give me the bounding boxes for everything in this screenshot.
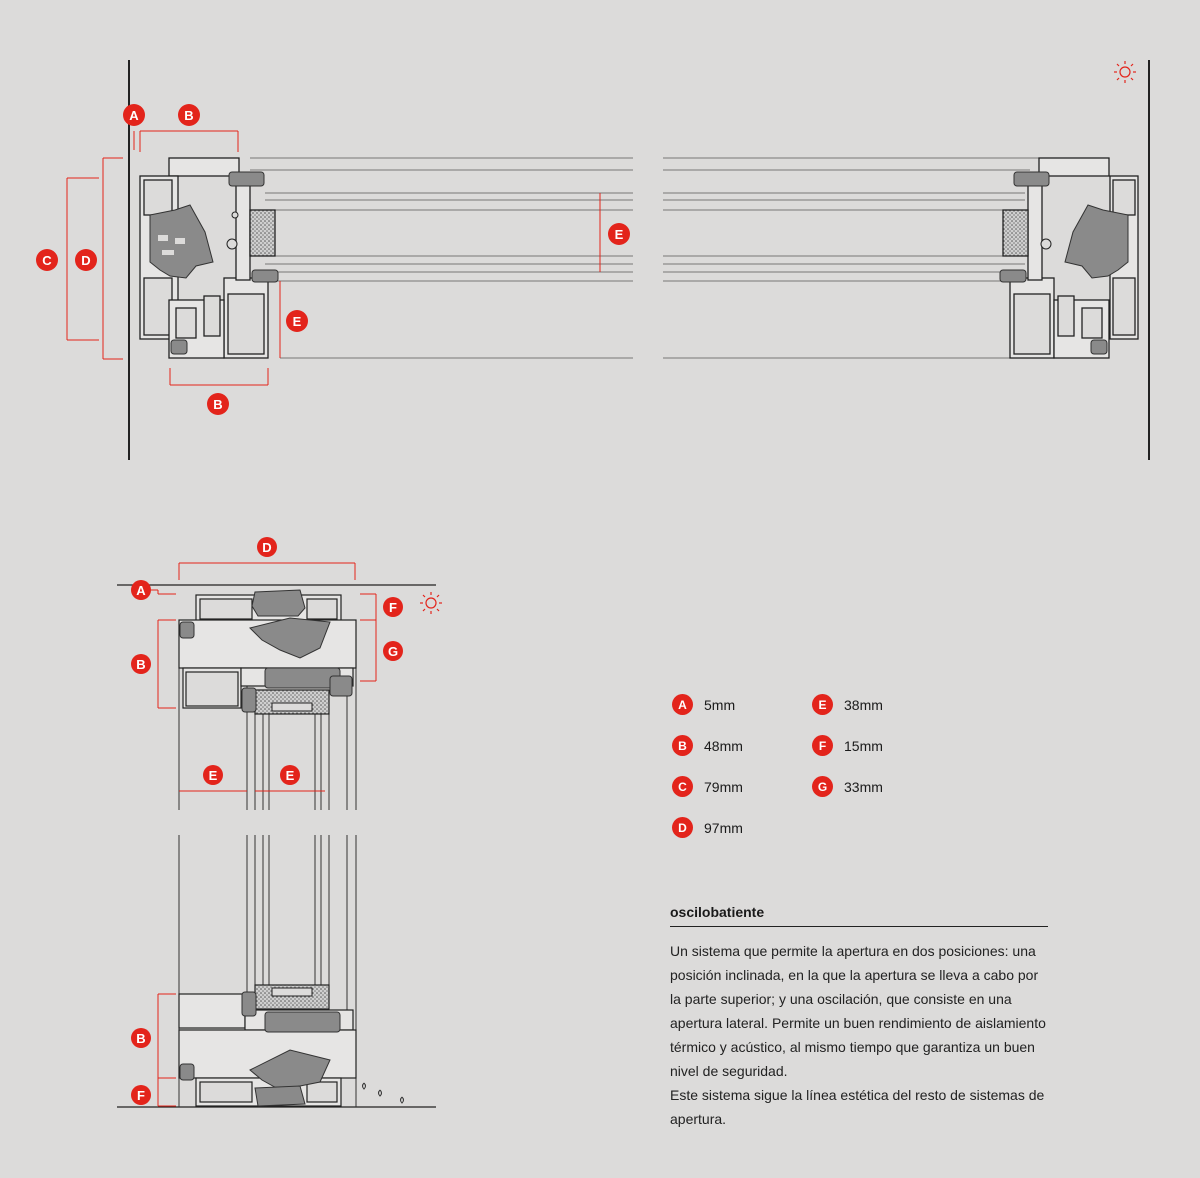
label-a: A bbox=[123, 104, 145, 126]
svg-text:E: E bbox=[286, 768, 295, 783]
callout-badges: A B C D E E B D A F G B E E B F bbox=[36, 104, 630, 1105]
label-d: D bbox=[257, 537, 277, 557]
sun-icon bbox=[1114, 61, 1136, 83]
glass-lines-right bbox=[663, 157, 1040, 359]
description-paragraph: Un sistema que permite la apertura en do… bbox=[670, 943, 1046, 1079]
svg-text:B: B bbox=[184, 108, 193, 123]
label-b: B bbox=[207, 393, 229, 415]
description-paragraph: Este sistema sigue la línea estética del… bbox=[670, 1087, 1045, 1127]
frame-profile-right bbox=[999, 157, 1139, 359]
head-gasket bbox=[179, 589, 353, 713]
legend-value: 48mm bbox=[704, 737, 743, 754]
legend-item-f: F 15mm bbox=[812, 735, 952, 756]
label-b: B bbox=[178, 104, 200, 126]
label-a: A bbox=[131, 580, 151, 600]
legend-item-c: C 79mm bbox=[672, 776, 812, 797]
svg-text:F: F bbox=[137, 1088, 145, 1103]
legend-item-a: A 5mm bbox=[672, 694, 812, 715]
label-f: F bbox=[131, 1085, 151, 1105]
label-e: E bbox=[280, 765, 300, 785]
svg-text:B: B bbox=[136, 1031, 145, 1046]
label-b: B bbox=[131, 1028, 151, 1048]
legend-badge: G bbox=[812, 776, 833, 797]
legend-value: 97mm bbox=[704, 819, 743, 836]
label-f: F bbox=[383, 597, 403, 617]
glass-lines-left bbox=[250, 157, 633, 359]
legend-value: 79mm bbox=[704, 778, 743, 795]
legend-badge: D bbox=[672, 817, 693, 838]
legend-value: 38mm bbox=[844, 696, 883, 713]
legend-value: 33mm bbox=[844, 778, 883, 795]
dimension-lines-section bbox=[151, 562, 377, 1107]
plan-section bbox=[66, 60, 1150, 460]
sill-gasket bbox=[179, 991, 341, 1107]
description-body: Un sistema que permite la apertura en do… bbox=[670, 939, 1048, 1131]
legend-item-d: D 97mm bbox=[672, 817, 812, 838]
label-e: E bbox=[286, 310, 308, 332]
label-c: C bbox=[36, 249, 58, 271]
legend-value: 15mm bbox=[844, 737, 883, 754]
svg-text:B: B bbox=[136, 657, 145, 672]
legend-item-e: E 38mm bbox=[812, 694, 952, 715]
svg-text:E: E bbox=[293, 314, 302, 329]
svg-text:B: B bbox=[213, 397, 222, 412]
description-block: oscilobatiente Un sistema que permite la… bbox=[670, 904, 1048, 1131]
label-e: E bbox=[203, 765, 223, 785]
svg-text:D: D bbox=[262, 540, 271, 555]
svg-text:A: A bbox=[129, 108, 139, 123]
dimension-legend: A 5mm E 38mm B 48mm F 15mm C 79mm G 33mm… bbox=[672, 694, 952, 838]
svg-text:E: E bbox=[615, 227, 624, 242]
head-glass-cap bbox=[271, 702, 313, 712]
svg-text:F: F bbox=[389, 600, 397, 615]
svg-text:G: G bbox=[388, 644, 398, 659]
sun-icon bbox=[420, 592, 442, 614]
label-e: E bbox=[608, 223, 630, 245]
legend-badge: A bbox=[672, 694, 693, 715]
legend-item-g: G 33mm bbox=[812, 776, 952, 797]
label-b: B bbox=[131, 654, 151, 674]
legend-value: 5mm bbox=[704, 696, 736, 713]
dimension-lines-plan bbox=[66, 130, 601, 386]
description-title: oscilobatiente bbox=[670, 904, 1048, 927]
water-drops bbox=[362, 1082, 404, 1104]
label-d: D bbox=[75, 249, 97, 271]
vertical-section bbox=[117, 562, 436, 1108]
legend-badge: B bbox=[672, 735, 693, 756]
svg-text:D: D bbox=[81, 253, 90, 268]
legend-badge: C bbox=[672, 776, 693, 797]
sill-glass-cap bbox=[271, 987, 313, 997]
svg-text:A: A bbox=[136, 583, 146, 598]
legend-item-b: B 48mm bbox=[672, 735, 812, 756]
svg-text:E: E bbox=[209, 768, 218, 783]
gasket-left-detail bbox=[158, 211, 239, 255]
legend-badge: E bbox=[812, 694, 833, 715]
legend-badge: F bbox=[812, 735, 833, 756]
label-g: G bbox=[383, 641, 403, 661]
svg-text:C: C bbox=[42, 253, 52, 268]
